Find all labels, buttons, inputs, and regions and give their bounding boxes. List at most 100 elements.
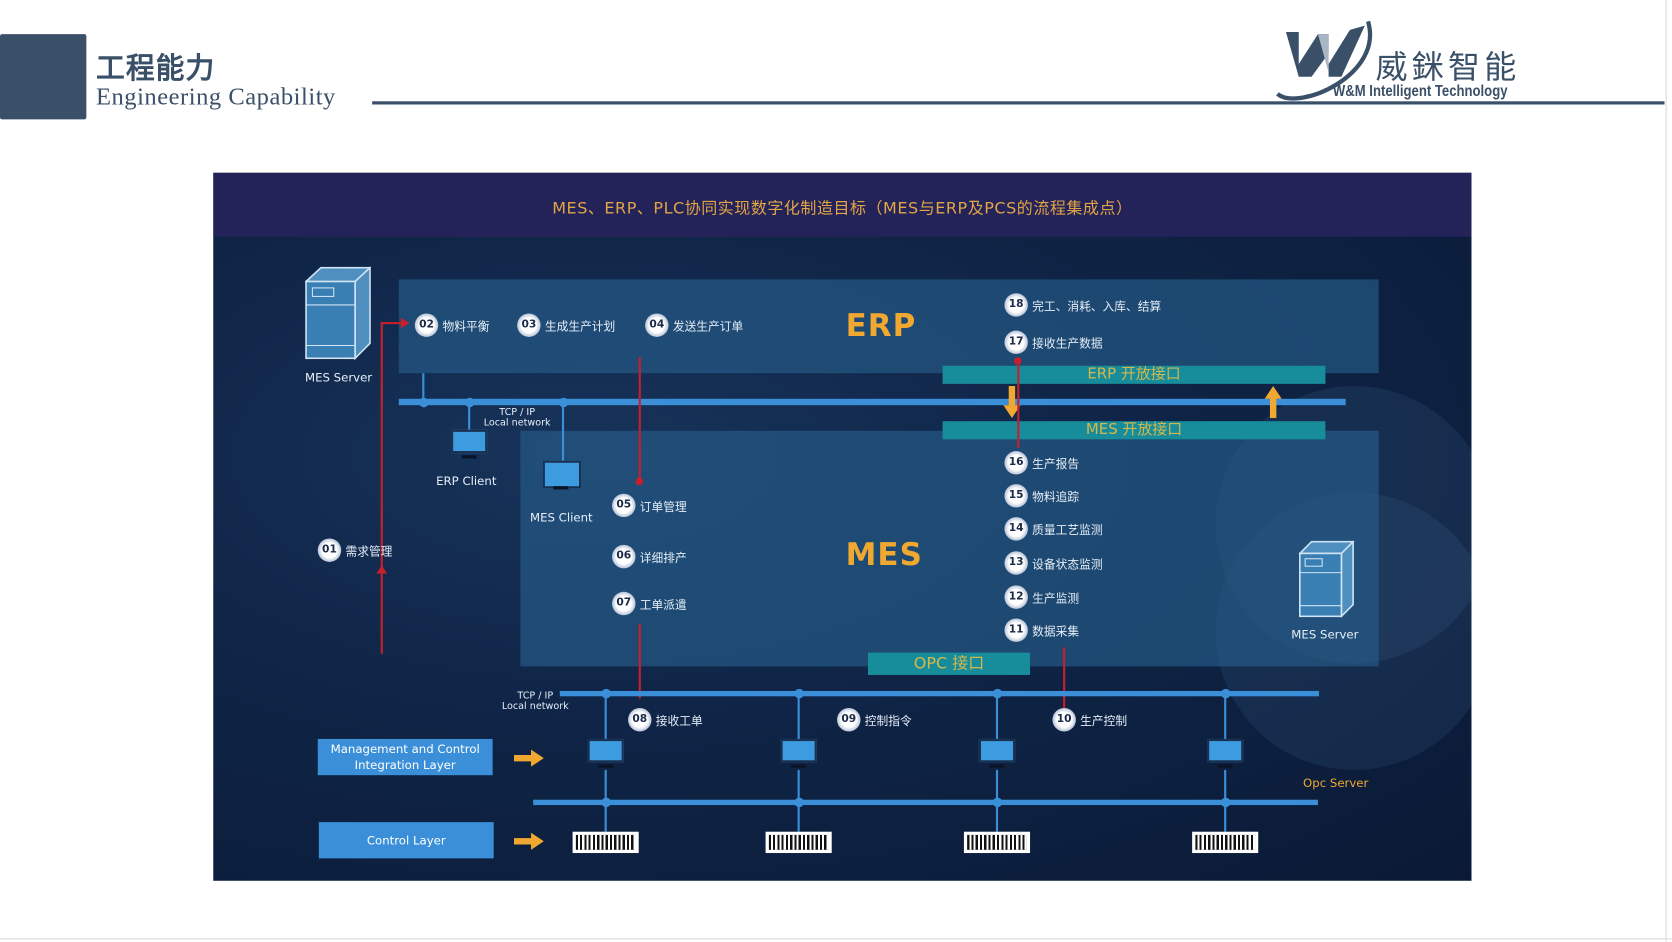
step-badge-15: 15 xyxy=(1004,484,1028,508)
tcp-label-bottom: TCP / IP Local network xyxy=(493,691,578,712)
step-label-12: 生产监测 xyxy=(1032,591,1080,606)
step-badge-11: 11 xyxy=(1004,618,1028,642)
flow-line xyxy=(638,357,641,482)
step-badge-18: 18 xyxy=(1004,293,1028,317)
step-label-06: 详细排产 xyxy=(639,551,687,566)
bus-node xyxy=(1220,688,1231,699)
step-label-11: 数据采集 xyxy=(1032,624,1080,639)
tcp-line1: TCP / IP xyxy=(517,690,554,702)
step-label-09: 控制指令 xyxy=(864,714,912,729)
arrow-right-icon xyxy=(513,749,544,767)
company-logo-icon xyxy=(1276,20,1373,101)
arrow-right-icon xyxy=(513,832,544,850)
bus-node xyxy=(992,797,1003,808)
bus-node xyxy=(464,397,475,408)
down-arrow-icon xyxy=(1003,386,1021,418)
up-arrow-icon xyxy=(1264,386,1282,418)
step-badge-08: 08 xyxy=(628,708,652,732)
step-label-16: 生产报告 xyxy=(1032,457,1080,472)
mes-server-right-label: MES Server xyxy=(1291,628,1359,642)
mes-erp-plc-diagram: MES、ERP、PLC协同实现数字化制造目标（MES与ERP及PCS的流程集成点… xyxy=(213,172,1472,881)
erp-client-label: ERP Client xyxy=(436,474,497,489)
control-layer-box: Control Layer xyxy=(318,822,494,859)
flow-line xyxy=(1017,360,1020,448)
arrow-right-icon xyxy=(400,317,410,329)
mes-panel xyxy=(520,430,1379,667)
step-label-04: 发送生产订单 xyxy=(672,319,744,334)
step-badge-14: 14 xyxy=(1004,517,1028,541)
step-badge-09: 09 xyxy=(837,708,861,732)
flow-dot xyxy=(635,477,643,486)
diagram-header xyxy=(213,172,1472,237)
mes-client-monitor-icon xyxy=(542,460,582,490)
mes-open-interface: MES 开放接口 xyxy=(942,421,1326,440)
server-icon xyxy=(304,266,372,361)
step-label-07: 工单派遣 xyxy=(639,598,687,613)
step-badge-02: 02 xyxy=(414,313,439,337)
flow-line xyxy=(380,322,405,325)
step-badge-17: 17 xyxy=(1004,330,1028,355)
step-label-13: 设备状态监测 xyxy=(1032,557,1103,572)
step-label-14: 质量工艺监测 xyxy=(1032,523,1103,538)
slide-edge xyxy=(0,938,1672,940)
arrow-up-icon xyxy=(376,565,388,574)
bus-node xyxy=(992,688,1003,699)
control-bus xyxy=(533,799,1318,806)
step-label-02: 物料平衡 xyxy=(442,319,490,334)
connector xyxy=(604,693,607,742)
step-badge-04: 04 xyxy=(645,313,669,337)
bus-node xyxy=(419,397,429,408)
step-label-08: 接收工单 xyxy=(655,714,703,729)
connector xyxy=(468,401,471,431)
mes-label: MES xyxy=(845,536,923,573)
bus-node xyxy=(558,397,569,408)
bus-node xyxy=(1220,797,1231,808)
flow-dot xyxy=(1014,357,1022,365)
step-label-18: 完工、消耗、入库、结算 xyxy=(1032,299,1162,314)
flow-line xyxy=(1063,647,1066,710)
tcp-line2: Local network xyxy=(501,701,569,713)
mes-server-left-label: MES Server xyxy=(304,371,373,385)
erp-client-monitor-icon xyxy=(451,429,488,459)
erp-open-interface: ERP 开放接口 xyxy=(942,365,1326,384)
slide-edge xyxy=(1665,0,1667,942)
connector xyxy=(797,693,800,742)
step-badge-12: 12 xyxy=(1004,585,1028,609)
opc-interface: OPC 接口 xyxy=(867,652,1031,675)
bus-node xyxy=(601,797,611,808)
mes-client-label: MES Client xyxy=(529,510,593,525)
step-badge-01: 01 xyxy=(317,538,342,562)
plc-icon xyxy=(765,831,832,854)
page-subtitle: Engineering Capability xyxy=(95,83,336,110)
step-label-05: 订单管理 xyxy=(639,500,687,514)
station-monitor-icon xyxy=(780,738,817,768)
header-accent-block xyxy=(0,34,87,120)
step-badge-13: 13 xyxy=(1004,551,1028,575)
station-monitor-icon xyxy=(1207,738,1244,768)
step-badge-06: 06 xyxy=(612,544,636,569)
opc-server-label: Opc Server xyxy=(1303,776,1369,791)
tcp-line1: TCP / IP xyxy=(499,407,536,418)
logo-text-en: W&M Intelligent Technology xyxy=(1332,82,1508,101)
step-badge-10: 10 xyxy=(1052,708,1076,732)
step-label-15: 物料追踪 xyxy=(1032,490,1080,505)
diagram-title: MES、ERP、PLC协同实现数字化制造目标（MES与ERP及PCS的流程集成点… xyxy=(552,198,1133,218)
step-label-01: 需求管理 xyxy=(345,544,393,559)
step-badge-07: 07 xyxy=(612,591,636,616)
bus-node xyxy=(601,688,611,699)
step-label-17: 接收生产数据 xyxy=(1032,336,1103,351)
connector xyxy=(995,693,999,742)
step-label-03: 生成生产计划 xyxy=(544,319,616,334)
server-icon xyxy=(1298,540,1355,618)
erp-label: ERP xyxy=(845,307,917,344)
connector xyxy=(561,401,565,461)
station-monitor-icon xyxy=(587,738,624,768)
header-divider xyxy=(372,101,1665,105)
step-badge-03: 03 xyxy=(517,313,541,337)
step-badge-16: 16 xyxy=(1004,451,1028,475)
flow-line xyxy=(380,323,383,654)
step-label-10: 生产控制 xyxy=(1080,714,1128,729)
tcp-line2: Local network xyxy=(483,417,551,429)
logo-text-cn: 威銤智能 xyxy=(1375,49,1521,87)
plc-icon xyxy=(572,831,639,854)
